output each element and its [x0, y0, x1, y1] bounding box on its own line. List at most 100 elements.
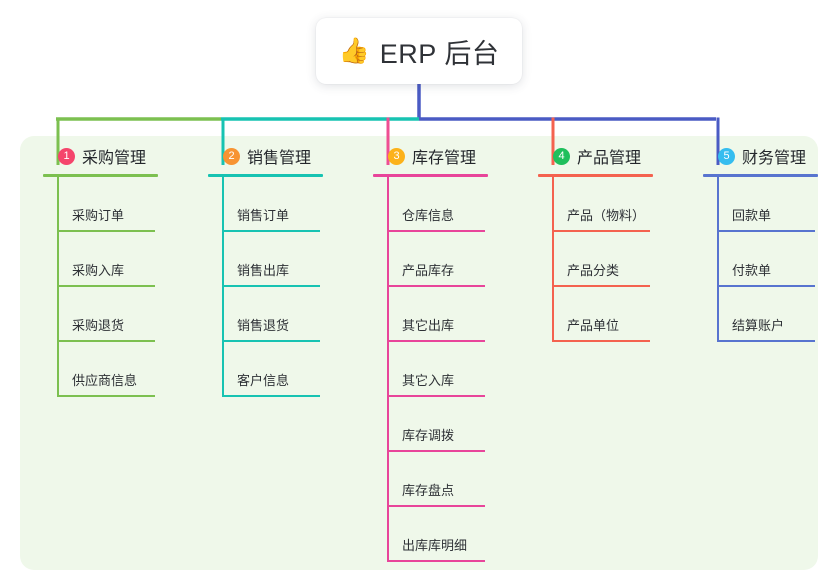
- leaf-node[interactable]: 付款单: [698, 232, 839, 287]
- root-node-content: 👍 ERP 后台: [339, 32, 500, 71]
- column-spine: [552, 177, 554, 342]
- leaf-node[interactable]: 销售退货: [203, 287, 363, 342]
- column-title: 库存管理: [412, 150, 477, 167]
- leaf-node[interactable]: 结算账户: [698, 287, 839, 342]
- leaf-node-label: 库存调拨: [402, 428, 455, 443]
- leaf-node-label: 采购退货: [72, 318, 125, 333]
- leaf-node[interactable]: 仓库信息: [368, 177, 528, 232]
- leaf-node-underline: [58, 230, 155, 232]
- leaf-node-label: 付款单: [732, 263, 772, 278]
- leaf-node-underline: [388, 285, 485, 287]
- leaf-node[interactable]: 供应商信息: [38, 342, 198, 397]
- column-header-1[interactable]: 1 采购管理: [38, 144, 198, 168]
- column-title: 产品管理: [577, 150, 642, 167]
- leaf-node-label: 回款单: [732, 208, 772, 223]
- leaf-node-underline: [553, 230, 650, 232]
- column-badge-icon: 4: [553, 147, 570, 165]
- column-badge-icon: 5: [718, 147, 735, 165]
- leaf-node[interactable]: 销售出库: [203, 232, 363, 287]
- leaf-node-label: 库存盘点: [402, 483, 455, 498]
- leaf-node[interactable]: 其它入库: [368, 342, 528, 397]
- leaf-node-label: 其它出库: [402, 318, 455, 333]
- column-items: 销售订单销售出库销售退货客户信息: [203, 177, 363, 397]
- column-badge-icon: 2: [223, 147, 240, 165]
- leaf-node[interactable]: 采购退货: [38, 287, 198, 342]
- column-header-underline: [703, 174, 818, 177]
- leaf-node[interactable]: 产品（物料）: [533, 177, 693, 232]
- leaf-node-underline: [58, 340, 155, 342]
- leaf-node-underline: [223, 395, 320, 397]
- leaf-node[interactable]: 回款单: [698, 177, 839, 232]
- leaf-node-underline: [388, 230, 485, 232]
- column-1: 1 采购管理采购订单采购入库采购退货供应商信息: [38, 144, 198, 397]
- column-title: 财务管理: [742, 150, 807, 167]
- column-items: 回款单付款单结算账户: [698, 177, 839, 342]
- leaf-node-underline: [223, 340, 320, 342]
- column-3: 3 库存管理仓库信息产品库存其它出库其它入库库存调拨库存盘点出库库明细: [368, 144, 528, 562]
- leaf-node-label: 产品（物料）: [567, 208, 646, 223]
- leaf-node-label: 销售出库: [237, 263, 290, 278]
- column-spine: [57, 177, 59, 397]
- leaf-node-underline: [58, 285, 155, 287]
- leaf-node-label: 供应商信息: [72, 373, 138, 388]
- column-spine: [387, 177, 389, 562]
- column-2: 2 销售管理销售订单销售出库销售退货客户信息: [203, 144, 363, 397]
- column-items: 产品（物料） 产品分类产品单位: [533, 177, 693, 342]
- leaf-node-label: 仓库信息: [402, 208, 455, 223]
- column-4: 4 产品管理产品（物料） 产品分类产品单位: [533, 144, 693, 342]
- leaf-node-label: 产品分类: [567, 263, 620, 278]
- column-items: 采购订单采购入库采购退货供应商信息: [38, 177, 198, 397]
- leaf-node-underline: [718, 285, 815, 287]
- leaf-node-label: 客户信息: [237, 373, 290, 388]
- leaf-node[interactable]: 客户信息: [203, 342, 363, 397]
- leaf-node-label: 销售退货: [237, 318, 290, 333]
- column-5: 5 财务管理回款单付款单结算账户: [698, 144, 839, 342]
- column-header-5[interactable]: 5 财务管理: [698, 144, 839, 168]
- leaf-node-underline: [388, 505, 485, 507]
- column-spine: [717, 177, 719, 342]
- leaf-node-label: 采购订单: [72, 208, 125, 223]
- leaf-node-underline: [58, 395, 155, 397]
- leaf-node[interactable]: 库存盘点: [368, 452, 528, 507]
- leaf-node-underline: [388, 560, 485, 562]
- leaf-node-label: 采购入库: [72, 263, 125, 278]
- leaf-node[interactable]: 采购入库: [38, 232, 198, 287]
- leaf-node[interactable]: 产品分类: [533, 232, 693, 287]
- column-header-3[interactable]: 3 库存管理: [368, 144, 528, 168]
- leaf-node[interactable]: 产品库存: [368, 232, 528, 287]
- leaf-node[interactable]: 出库库明细: [368, 507, 528, 562]
- leaf-node[interactable]: 产品单位: [533, 287, 693, 342]
- column-header-4[interactable]: 4 产品管理: [533, 144, 693, 168]
- column-title: 采购管理: [82, 150, 147, 167]
- thumbs-up-icon: 👍: [338, 36, 370, 65]
- leaf-node[interactable]: 库存调拨: [368, 397, 528, 452]
- root-node-title: ERP 后台: [379, 38, 500, 69]
- column-header-underline: [538, 174, 653, 177]
- leaf-node-label: 产品单位: [567, 318, 620, 333]
- leaf-node[interactable]: 销售订单: [203, 177, 363, 232]
- root-node-erp-backend[interactable]: 👍 ERP 后台: [316, 18, 522, 84]
- leaf-node-underline: [718, 230, 815, 232]
- column-header-underline: [373, 174, 488, 177]
- column-header-underline: [208, 174, 323, 177]
- leaf-node-underline: [388, 450, 485, 452]
- leaf-node[interactable]: 其它出库: [368, 287, 528, 342]
- leaf-node-underline: [553, 340, 650, 342]
- leaf-node-underline: [388, 395, 485, 397]
- leaf-node-label: 结算账户: [732, 318, 785, 333]
- column-badge-icon: 3: [388, 147, 405, 165]
- leaf-node-label: 其它入库: [402, 373, 455, 388]
- leaf-node-label: 销售订单: [237, 208, 290, 223]
- column-badge-icon: 1: [58, 147, 75, 165]
- leaf-node[interactable]: 采购订单: [38, 177, 198, 232]
- leaf-node-underline: [223, 285, 320, 287]
- leaf-node-label: 出库库明细: [402, 538, 468, 553]
- column-header-2[interactable]: 2 销售管理: [203, 144, 363, 168]
- leaf-node-underline: [718, 340, 815, 342]
- column-title: 销售管理: [247, 150, 312, 167]
- leaf-node-underline: [223, 230, 320, 232]
- leaf-node-label: 产品库存: [402, 263, 455, 278]
- leaf-node-underline: [553, 285, 650, 287]
- column-items: 仓库信息产品库存其它出库其它入库库存调拨库存盘点出库库明细: [368, 177, 528, 562]
